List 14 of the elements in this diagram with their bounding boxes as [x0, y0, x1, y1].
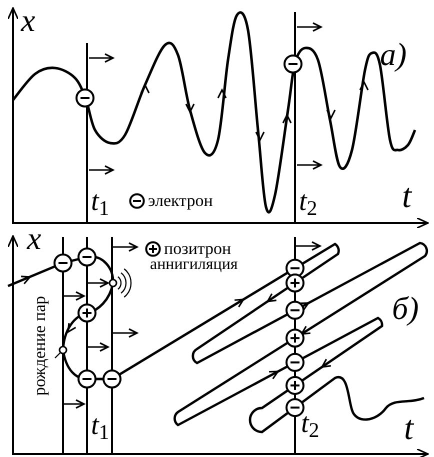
axis-label: t$_{2}$ — [299, 188, 318, 216]
axis-label: t$_{2}$ — [301, 410, 320, 438]
legend-label: позитрон — [164, 240, 232, 257]
axis-label: а) — [380, 38, 407, 70]
axis-label: t$_{1}$ — [91, 188, 110, 216]
axis-label: x — [27, 222, 42, 254]
axis-label: t — [404, 412, 414, 446]
vertical-label: рождение пар — [31, 296, 48, 396]
axis-label: б) — [392, 292, 419, 324]
annotation-label: аннигиляция — [150, 257, 238, 273]
axis-label: t — [402, 180, 412, 214]
axis-label: t$_{1}$ — [91, 412, 110, 440]
legend-label: электрон — [148, 192, 213, 209]
axis-label: x — [21, 4, 36, 36]
